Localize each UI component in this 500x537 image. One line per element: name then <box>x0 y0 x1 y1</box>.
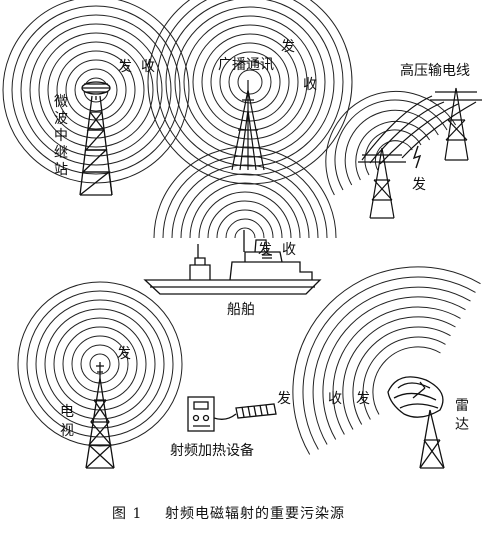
radiation-waves <box>2 0 481 455</box>
send-label-center: 发 <box>277 391 291 407</box>
wave-arc-tv-7 <box>35 299 165 429</box>
high-voltage-line-label: 高压输电线 <box>400 62 470 79</box>
broadcast-label: 广播通讯 <box>218 57 274 73</box>
wave-arc-radar-6 <box>322 296 466 440</box>
microwave-relay-tower <box>79 81 113 196</box>
wave-arc-broadcast-4 <box>210 42 290 122</box>
send-label-microwave: 发 <box>118 59 132 75</box>
wave-arc-broadcast-10 <box>156 0 344 176</box>
wave-arc-ship-6 <box>189 182 301 239</box>
wave-arc-broadcast-8 <box>174 6 326 158</box>
wave-arc-microwave-7 <box>29 23 163 157</box>
wave-arc-tv-2 <box>80 344 120 384</box>
wave-arc-broadcast-1 <box>237 69 263 95</box>
figure-title: 射频电磁辐射的重要污染源 <box>165 506 345 522</box>
wave-arc-ship-9 <box>162 155 328 239</box>
tv-tower <box>85 362 115 469</box>
wave-arc-ship-5 <box>198 191 292 239</box>
wave-arc-tv-6 <box>44 308 156 420</box>
wave-arc-radar-5 <box>332 306 461 435</box>
wave-arc-ship-7 <box>180 173 310 239</box>
wave-arc-power-3 <box>355 120 431 181</box>
ship <box>143 230 322 295</box>
radar-label-2: 达 <box>455 417 469 433</box>
wave-arc-power-4 <box>344 109 439 186</box>
receive-label-ship: 收 <box>282 242 296 258</box>
wave-arc-tv-3 <box>71 335 129 393</box>
wave-arc-power-2 <box>364 129 422 176</box>
wave-arc-broadcast-11 <box>147 0 353 185</box>
wave-arc-broadcast-7 <box>183 15 317 149</box>
microwave-station-label-4: 继 <box>54 145 68 161</box>
receive-label-broadcast: 收 <box>303 77 317 93</box>
send-label-broadcast: 发 <box>281 39 295 55</box>
broadcast-antenna <box>231 80 265 171</box>
microwave-station-label-2: 波 <box>54 111 68 127</box>
wave-arc-power-6 <box>325 90 457 196</box>
send-label-tv: 发 <box>117 346 131 362</box>
ship-label: 船舶 <box>227 302 255 318</box>
rf-heating-label: 射频加热设备 <box>170 442 254 459</box>
wave-arc-radar-1 <box>372 346 441 415</box>
microwave-station-label-1: 微 <box>54 94 68 110</box>
wave-arc-radar-4 <box>342 316 456 430</box>
wave-arc-microwave-9 <box>11 5 181 175</box>
figure-number: 图 1 <box>112 506 142 522</box>
wave-arc-microwave-4 <box>56 50 136 130</box>
send-label-power-line: 发 <box>412 177 426 193</box>
wave-arc-ship-3 <box>216 209 274 239</box>
microwave-station-label-3: 中 <box>54 128 68 144</box>
wave-arc-ship-10 <box>153 146 337 239</box>
send-label-ship: 发 <box>258 242 272 258</box>
labels: 微 波 中 继 站 发 收 广播通讯 发 收 高压输电线 发 发 收 船舶 发 … <box>54 39 470 459</box>
radar <box>387 376 445 469</box>
wave-arc-tv-4 <box>62 326 138 402</box>
wave-arc-microwave-6 <box>38 32 154 148</box>
send-label-radar: 发 <box>356 391 370 407</box>
wave-arc-ship-2 <box>225 218 265 239</box>
wave-arc-tv-8 <box>26 290 174 438</box>
receive-label-microwave: 收 <box>141 59 155 75</box>
radar-label-1: 雷 <box>455 398 469 414</box>
wave-arc-broadcast-6 <box>192 24 308 140</box>
wave-arc-broadcast-3 <box>219 51 281 113</box>
wave-arc-microwave-2 <box>74 68 118 112</box>
wave-arc-radar-9 <box>292 266 481 455</box>
tv-label-1: 电 <box>60 404 74 420</box>
wave-arc-power-5 <box>334 99 448 191</box>
microwave-station-label-5: 站 <box>54 162 68 178</box>
wave-arc-radar-3 <box>352 326 451 425</box>
figure-caption: 图 1 射频电磁辐射的重要污染源 <box>112 506 345 522</box>
wave-arc-ship-4 <box>207 200 283 239</box>
rf-heating-equipment <box>187 396 277 432</box>
wave-arc-tv-9 <box>17 281 183 447</box>
wave-arc-ship-1 <box>234 227 256 239</box>
receive-label-center: 收 <box>328 391 342 407</box>
wave-arc-microwave-8 <box>20 14 172 166</box>
wave-arc-broadcast-9 <box>165 0 335 167</box>
tv-label-2: 视 <box>60 423 74 439</box>
high-voltage-line <box>358 87 482 219</box>
wave-arc-ship-8 <box>171 164 319 239</box>
wave-arc-radar-7 <box>312 286 471 445</box>
wave-arc-tv-5 <box>53 317 147 411</box>
wave-arc-radar-2 <box>362 336 446 420</box>
wave-arc-radar-8 <box>302 276 476 450</box>
